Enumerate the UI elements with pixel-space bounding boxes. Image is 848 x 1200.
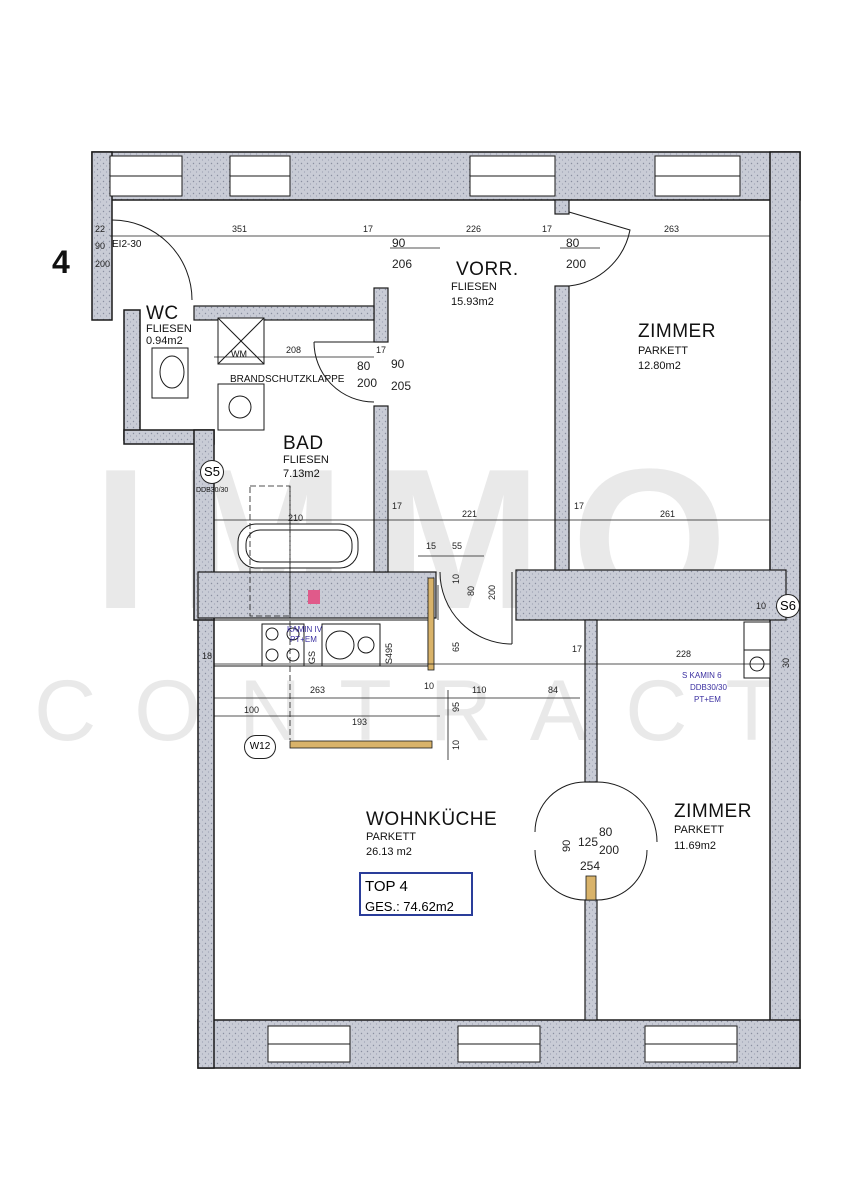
dim-17b: 17 [542, 224, 553, 234]
room-zimmer2-name: ZIMMER [674, 801, 752, 822]
room-wohnkueche-floor: PARKETT [366, 831, 416, 843]
dim-200v: 200 [487, 584, 497, 600]
dim-30: 30 [781, 657, 791, 668]
s495-label: S495 [384, 642, 394, 664]
unit-number: 4 [52, 244, 70, 280]
dim-door-bad-h: 200 [357, 376, 378, 390]
interior-walls [193, 199, 787, 1021]
dim-65: 65 [451, 641, 461, 652]
counter-wood [289, 740, 433, 749]
dim-15: 15 [426, 541, 437, 551]
dim-228: 228 [676, 649, 692, 659]
dim-door-z2-w: 80 [599, 825, 613, 839]
kamin-iv-label: KAMIN IV [287, 625, 323, 634]
summary-total: GES.: 74.62m2 [365, 899, 454, 914]
room-wohnkueche-area: 26.13 m2 [366, 846, 412, 858]
dim-17d: 17 [392, 501, 403, 511]
wm-label: WM [231, 349, 247, 359]
s5-rating: DDB30/30 [196, 487, 229, 494]
dim-door-z1-w: 80 [566, 236, 580, 250]
dim-210: 210 [288, 513, 304, 523]
dimension-lines [110, 235, 770, 760]
dim-door-vorr-h: 206 [392, 257, 413, 271]
room-vorr-area: 15.93m2 [451, 296, 494, 308]
windows-top [109, 155, 741, 197]
room-wohnkueche-name: WOHNKÜCHE [366, 809, 498, 830]
dim-10a: 10 [451, 573, 461, 584]
s-kamin-rating: DDB30/30 [690, 683, 727, 692]
ei2-30-label: EI2-30 [112, 239, 142, 250]
dim-80v: 80 [466, 585, 476, 596]
dim-193: 193 [352, 717, 368, 727]
watermark-line2: CONTRACT [34, 663, 816, 759]
dim-22: 22 [95, 224, 106, 234]
dim-door-z1-h: 200 [566, 257, 587, 271]
dim-208: 208 [286, 345, 302, 355]
dim-door-bad-w: 80 [357, 359, 371, 373]
dim-door-z2-h: 200 [599, 843, 620, 857]
room-zimmer1-name: ZIMMER [638, 321, 716, 342]
dim-200a: 200 [95, 259, 111, 269]
dim-door-z2-a: 90 [561, 839, 573, 852]
dim-door-z2-c: 254 [580, 859, 601, 873]
door-frame-wood-2 [585, 875, 597, 901]
room-zimmer1-area: 12.80m2 [638, 360, 681, 372]
dim-84: 84 [548, 685, 559, 695]
dim-door-vorr2-w: 90 [391, 357, 405, 371]
dim-110: 110 [472, 685, 487, 695]
dim-55: 55 [452, 541, 463, 551]
dim-17f: 17 [572, 644, 583, 654]
dim-226: 226 [466, 224, 482, 234]
dim-door-vorr2-h: 205 [391, 379, 412, 393]
dim-351: 351 [232, 224, 248, 234]
dim-100: 100 [244, 705, 260, 715]
room-bad-floor: FLIESEN [283, 454, 329, 466]
fixtures [151, 317, 771, 679]
w12-marker: W12 [244, 735, 276, 759]
room-vorr-floor: FLIESEN [451, 281, 497, 293]
dim-17c: 17 [376, 345, 387, 355]
room-zimmer1-floor: PARKETT [638, 345, 688, 357]
dim-10b: 10 [424, 681, 435, 691]
dim-10d: 10 [756, 601, 767, 611]
dim-door-vorr-w: 90 [392, 236, 406, 250]
windows-bottom [267, 1025, 738, 1063]
dim-261: 261 [660, 509, 676, 519]
room-zimmer2-floor: PARKETT [674, 824, 724, 836]
summary-title: TOP 4 [365, 878, 408, 895]
room-bad-area: 7.13m2 [283, 468, 320, 480]
room-wc-name: WC [146, 303, 179, 324]
room-zimmer2-area: 11.69m2 [674, 840, 716, 852]
dim-door-z2-b: 125 [578, 835, 599, 849]
dim-221: 221 [462, 509, 478, 519]
dim-10c: 10 [451, 739, 461, 750]
dim-95: 95 [451, 701, 461, 712]
room-bad-name: BAD [283, 433, 324, 454]
chimney-marker [308, 590, 320, 604]
s5-marker: S5 [200, 460, 224, 484]
room-wc-area: 0.94m2 [146, 335, 183, 347]
s-kamin-label: S KAMIN 6 [682, 671, 722, 680]
dim-17a: 17 [363, 224, 374, 234]
kamin-iv-sub: PT+EM [290, 635, 317, 644]
s-kamin-sub: PT+EM [694, 695, 721, 704]
room-wc-floor: FLIESEN [146, 323, 192, 335]
summary-box: TOP 4 GES.: 74.62m2 [359, 872, 473, 916]
dim-263a: 263 [664, 224, 680, 234]
dim-17e: 17 [574, 501, 585, 511]
gs-label: GS [307, 650, 317, 664]
dim-90a: 90 [95, 241, 106, 251]
dim-18: 18 [202, 651, 213, 661]
door-swings [111, 211, 658, 901]
dim-263b: 263 [310, 685, 326, 695]
door-frame-wood [427, 577, 435, 671]
brandschutzklappe-label: BRANDSCHUTZKLAPPE [230, 374, 345, 385]
room-vorr-name: VORR. [456, 259, 519, 280]
s6-marker: S6 [776, 594, 800, 618]
